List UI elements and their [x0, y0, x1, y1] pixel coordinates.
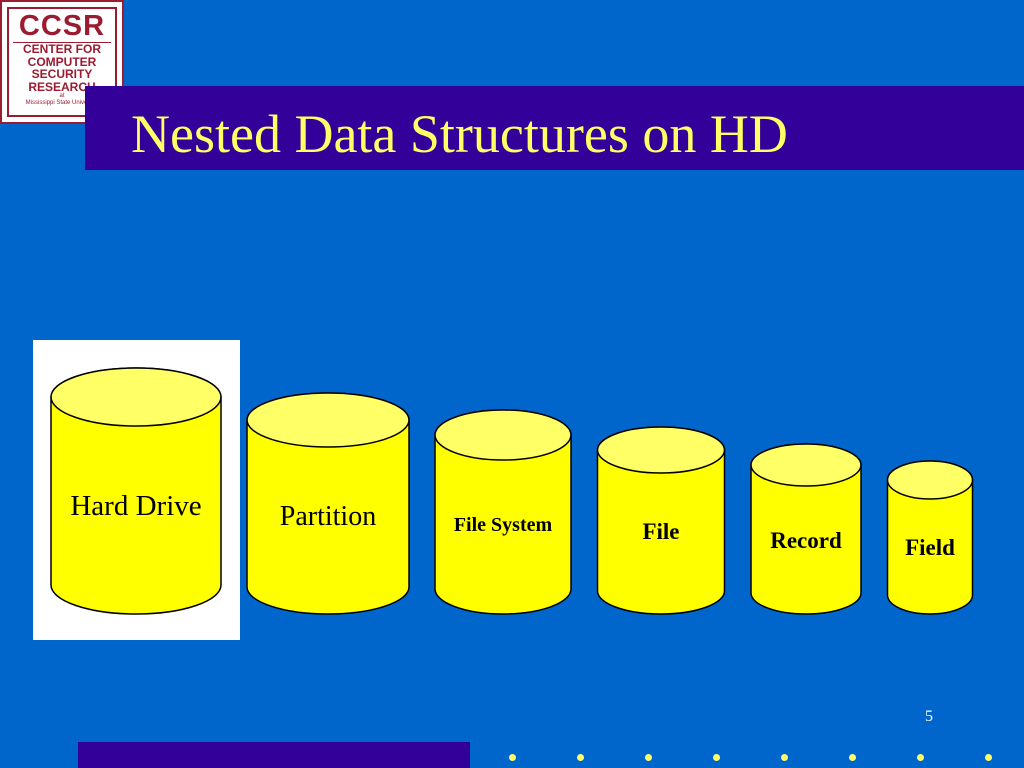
logo-line-3: SECURITY	[31, 67, 93, 81]
title-bar	[85, 86, 1024, 170]
partition-label: Partition	[279, 501, 377, 532]
footer-bar	[78, 742, 470, 768]
footer-dot	[645, 754, 652, 761]
logo-line-6: Mississippi State University	[25, 100, 99, 106]
file-label: File	[642, 519, 680, 544]
footer-dot	[781, 754, 788, 761]
file-system-label: File System	[453, 514, 553, 536]
file-system-cylinder-top	[434, 409, 572, 461]
partition-cylinder-top	[246, 392, 410, 448]
slide-number: 5	[925, 708, 933, 725]
field-cylinder-top	[886, 460, 974, 500]
hard-drive-cylinder-top	[50, 367, 222, 427]
hard-drive-label: Hard Drive	[70, 490, 202, 522]
logo-line-5: at	[59, 93, 65, 99]
footer-dot	[577, 754, 584, 761]
logo-abbr: CCSR	[18, 10, 106, 42]
footer-dot	[917, 754, 924, 761]
file-cylinder-top	[596, 426, 726, 474]
logo-frame: CCSR CENTER FOR COMPUTER SECURITY RESEAR…	[7, 7, 117, 117]
footer-dot	[509, 754, 516, 761]
slide-title: Nested Data Structures on HD	[131, 104, 788, 164]
logo-line-1: CENTER FOR	[23, 42, 101, 56]
ccsr-logo: CCSR CENTER FOR COMPUTER SECURITY RESEAR…	[0, 0, 124, 124]
logo-line-2: COMPUTER	[27, 54, 97, 69]
footer-dot	[849, 754, 856, 761]
logo-line-4: RESEARCH	[28, 79, 96, 94]
logo-rule	[13, 42, 111, 43]
field-label: Field	[905, 535, 955, 560]
footer-dot	[713, 754, 720, 761]
footer-dot	[985, 754, 992, 761]
record-label: Record	[770, 528, 842, 553]
record-cylinder-top	[750, 443, 862, 487]
